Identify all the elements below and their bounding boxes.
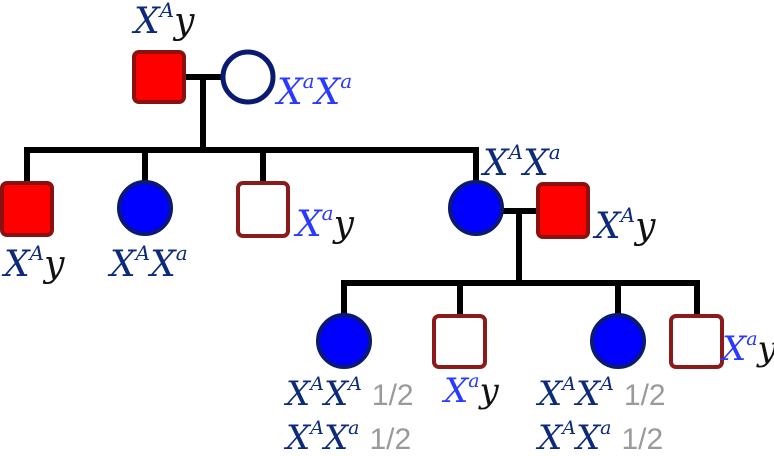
gen2-daughter2-genotype: XAXa xyxy=(480,140,561,184)
gen2-son2-square xyxy=(236,181,290,238)
gen2-son1-square xyxy=(0,181,54,237)
gen2-daughter1-circle xyxy=(117,180,173,236)
gen2-son1-genotype: XAy xyxy=(1,241,65,285)
gen3-son2-square xyxy=(669,314,724,369)
gen3-daughter1-circle xyxy=(316,313,372,369)
gen2-spouse-genotype: XAy xyxy=(592,203,656,247)
gen3-daughter2-circle xyxy=(590,313,646,369)
gen2-spouse-square xyxy=(536,182,590,239)
gen1-mother-circle xyxy=(220,49,276,105)
gen2-daughter2-circle xyxy=(448,180,504,236)
gen3-son1-genotype: Xay xyxy=(441,370,500,411)
gen1-father-genotype: XAy xyxy=(131,0,195,42)
gen1-mother-genotype: XaXa xyxy=(274,69,352,113)
gen2-son2-genotype: Xay xyxy=(293,201,355,245)
gen2-daughter1-genotype: XAXa xyxy=(107,241,188,285)
gen1-father-square xyxy=(132,50,186,104)
gen3-son2-genotype: Xay xyxy=(719,328,774,369)
gen3-son1-square xyxy=(432,314,487,369)
connector-lines xyxy=(24,74,700,318)
